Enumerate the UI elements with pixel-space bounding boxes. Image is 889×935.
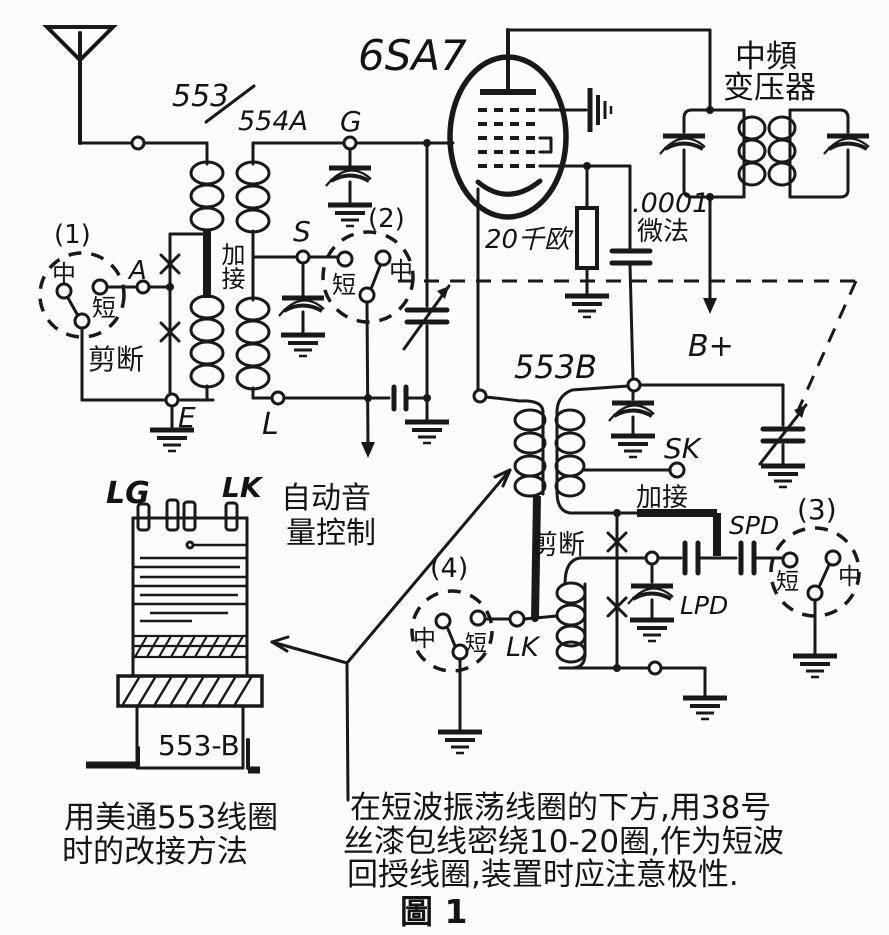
band-switch-3: (3) 短 中: [769, 493, 861, 677]
b-plus-label: B+: [688, 329, 734, 364]
ground-symbol: [793, 656, 837, 677]
band-switch-1: (1) 中 短: [38, 220, 126, 402]
figure-caption: 圖 1: [400, 892, 467, 931]
left-caption-line2: 时的改接方法: [62, 834, 248, 870]
ground-symbol: [405, 422, 449, 443]
if-label-line2: 变压器: [723, 70, 816, 106]
ground-symbol: [761, 466, 805, 487]
note-line2: 丝漆包线密绕10-20圈,作为短波: [343, 824, 784, 860]
osc-tuning-capacitor: [758, 403, 808, 466]
terminal-e-label: E: [178, 401, 196, 434]
switch1-short: 短: [92, 294, 116, 322]
mounting-flange: [116, 674, 264, 708]
feedback-winding-band: [133, 634, 247, 659]
switch4-medium: 中: [413, 626, 436, 652]
added-link-bar: [531, 495, 541, 620]
terminal-lugs: [136, 498, 239, 532]
switch2-id: (2): [368, 204, 405, 234]
ground-symbol: [438, 732, 482, 753]
terminal-sk-label: SK: [664, 432, 703, 465]
coil-model-553: 553: [172, 79, 229, 114]
terminal-g: [342, 135, 358, 151]
cut-mark-x: [159, 253, 181, 343]
antenna-transformer: 553 554A 剪断 加接 A E: [80, 79, 308, 451]
terminal-l-label: L: [262, 407, 279, 442]
terminal-a: [135, 279, 151, 295]
antenna-terminal: [130, 135, 146, 151]
terminal-l: [270, 390, 286, 406]
cut-mark-x: [606, 531, 628, 618]
tube-6sa7: 6SA7: [358, 28, 712, 392]
osc-coil-label: 553B: [514, 348, 597, 386]
cut-label-2: 剪断: [531, 530, 585, 561]
lpd-node: [644, 550, 660, 566]
ground-symbol: [565, 296, 609, 317]
add-link-label-1: 加接: [217, 242, 245, 290]
cathode-electrode: [475, 178, 543, 197]
switch4-short: 短: [465, 632, 487, 657]
ground-symbol: [590, 88, 611, 132]
ground-symbol: [630, 620, 674, 641]
switch3-medium: 中: [838, 564, 861, 590]
coil-model-label: 553-B: [158, 729, 240, 762]
grid-capacitor: [609, 248, 653, 266]
tube-label: 6SA7: [358, 31, 467, 80]
terminal-a-label: A: [127, 256, 147, 286]
grid-resistor-label: 20千欧: [485, 225, 574, 255]
ground-symbol: [683, 698, 727, 719]
add-link-label-2: 加接: [636, 483, 688, 513]
grid-resistor: [575, 206, 599, 270]
switch3-short: 短: [776, 569, 799, 595]
terminal-lk-label: LK: [506, 632, 541, 663]
note-line1: 在短波振荡线圈的下方,用38号: [350, 790, 771, 826]
terminal-s: [295, 249, 311, 265]
cut-label-1: 剪断: [88, 343, 144, 376]
callout-leader-lines: [270, 468, 512, 802]
osc-tank-node: [626, 377, 642, 393]
note-line3: 回授线圈,装置时应注意极性.: [347, 857, 739, 893]
coil-model-554a: 554A: [238, 106, 308, 137]
terminal-sk: [668, 461, 686, 479]
if-label-line1: 中頻: [735, 39, 797, 75]
cathode-terminal: [472, 388, 488, 404]
left-caption-line1: 用美通553线圈: [64, 800, 278, 836]
terminal-e: [164, 392, 180, 408]
tuning-capacitor: [402, 284, 451, 351]
grid-cap-unit: 微法: [637, 217, 689, 247]
b-plus-arrow: [703, 298, 717, 314]
coil-form-drawing: LG LK: [86, 471, 264, 774]
terminal-lk: [508, 610, 526, 628]
switch1-id: (1): [54, 220, 91, 250]
ground-symbol: [611, 436, 655, 457]
oscillator-grid-network: 20千欧 .0001 微法: [485, 164, 709, 381]
antenna-symbol: [42, 25, 209, 151]
grid-cap-value: .0001: [632, 188, 709, 219]
if-transformer: 中頻 变压器 B+: [660, 39, 869, 364]
oscillator-section: 553B SK: [472, 348, 808, 719]
internal-grid-tie: [538, 136, 553, 154]
ground-symbol: [328, 205, 372, 226]
ground-symbol: [281, 335, 325, 356]
switch1-medium: 中: [52, 260, 76, 288]
avc-label-line1: 自动音: [281, 481, 371, 516]
spd-capacitor: [738, 540, 757, 576]
switch2-short: 短: [332, 271, 356, 299]
captions: 用美通553线圈 时的改接方法 在短波振荡线圈的下方,用38号 丝漆包线密绕10…: [62, 790, 784, 931]
avc-arrow: [361, 442, 375, 458]
winding-turns: [133, 543, 247, 623]
terminal-g-label: G: [340, 105, 362, 138]
grid-electrodes: [478, 108, 540, 168]
coil-lg-label: LG: [106, 476, 150, 511]
lpd-label: LPD: [680, 591, 728, 620]
coil-lk-label: LK: [222, 471, 264, 504]
band-switch-4: (4) 中 短: [410, 553, 494, 753]
spd-label: SPD: [729, 511, 779, 540]
terminal-s-label: S: [293, 215, 311, 248]
switch3-id: (3): [797, 493, 837, 526]
gang-link-dashed: [398, 279, 858, 425]
avc-label-line2: 量控制: [286, 516, 376, 551]
